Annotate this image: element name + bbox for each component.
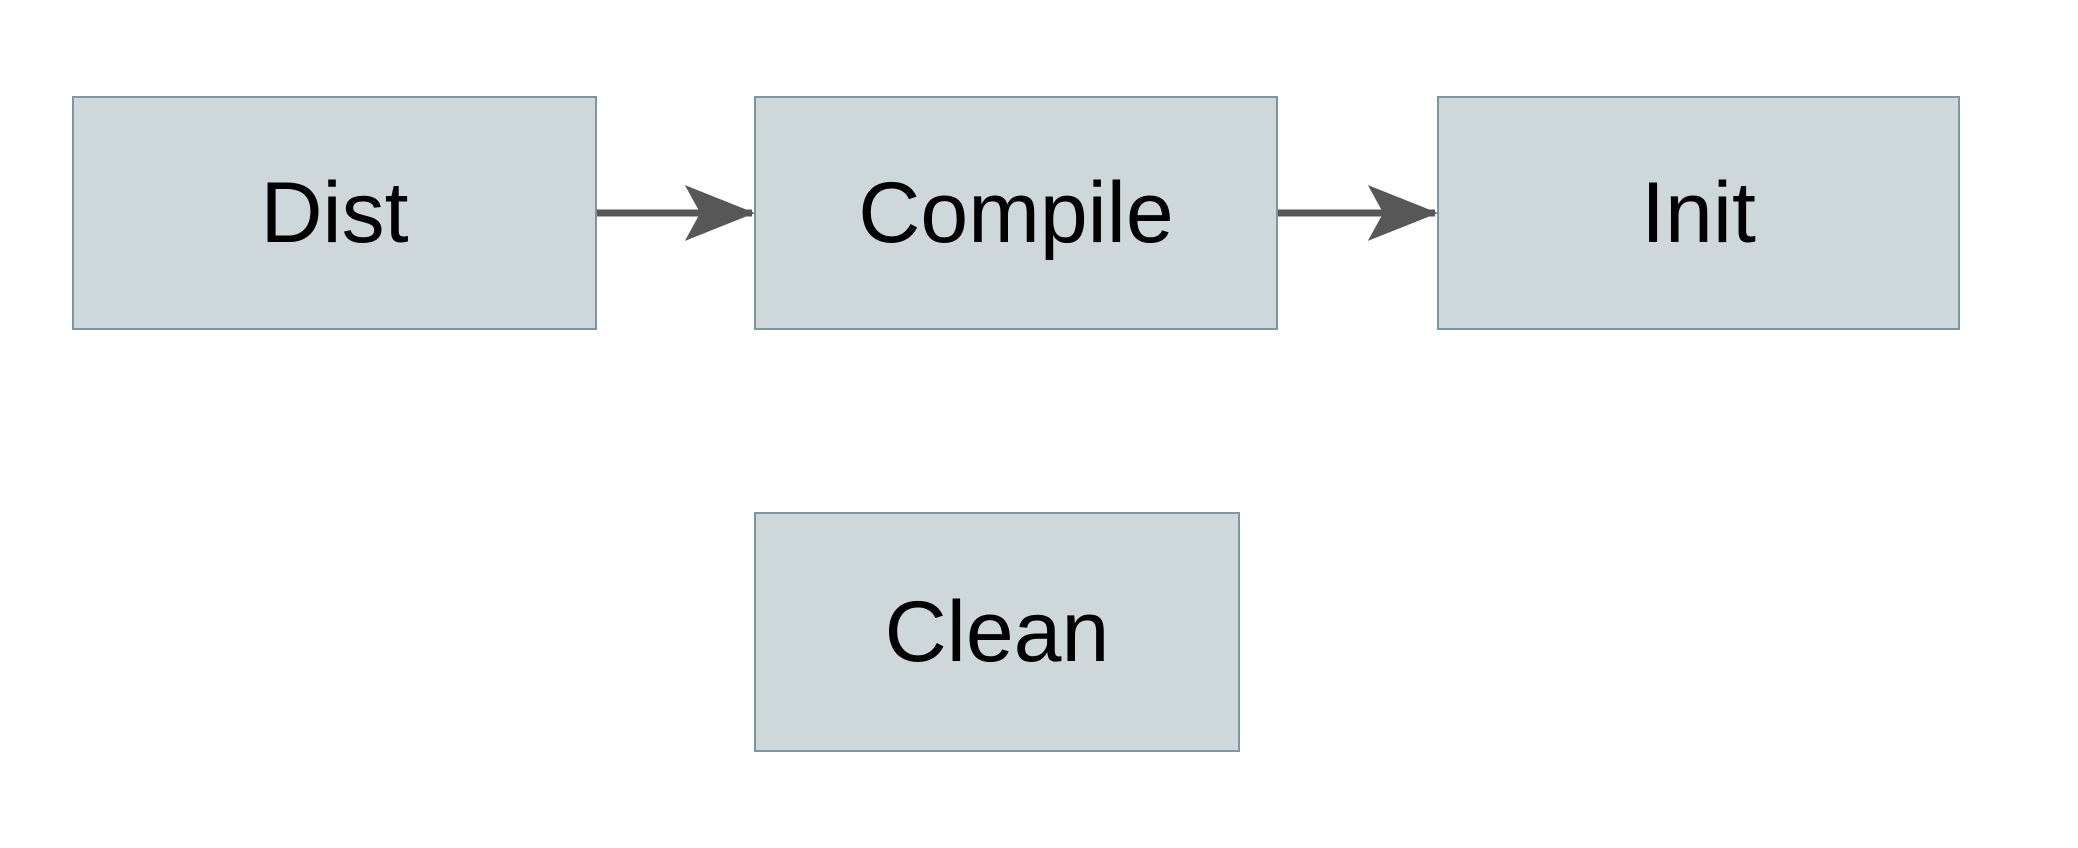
node-init[interactable]: Init (1437, 96, 1960, 330)
node-clean[interactable]: Clean (754, 512, 1240, 752)
node-clean-label: Clean (884, 584, 1110, 680)
node-dist-label: Dist (260, 165, 409, 261)
node-compile[interactable]: Compile (754, 96, 1278, 330)
node-compile-label: Compile (858, 165, 1174, 261)
node-init-label: Init (1641, 165, 1756, 261)
node-dist[interactable]: Dist (72, 96, 597, 330)
